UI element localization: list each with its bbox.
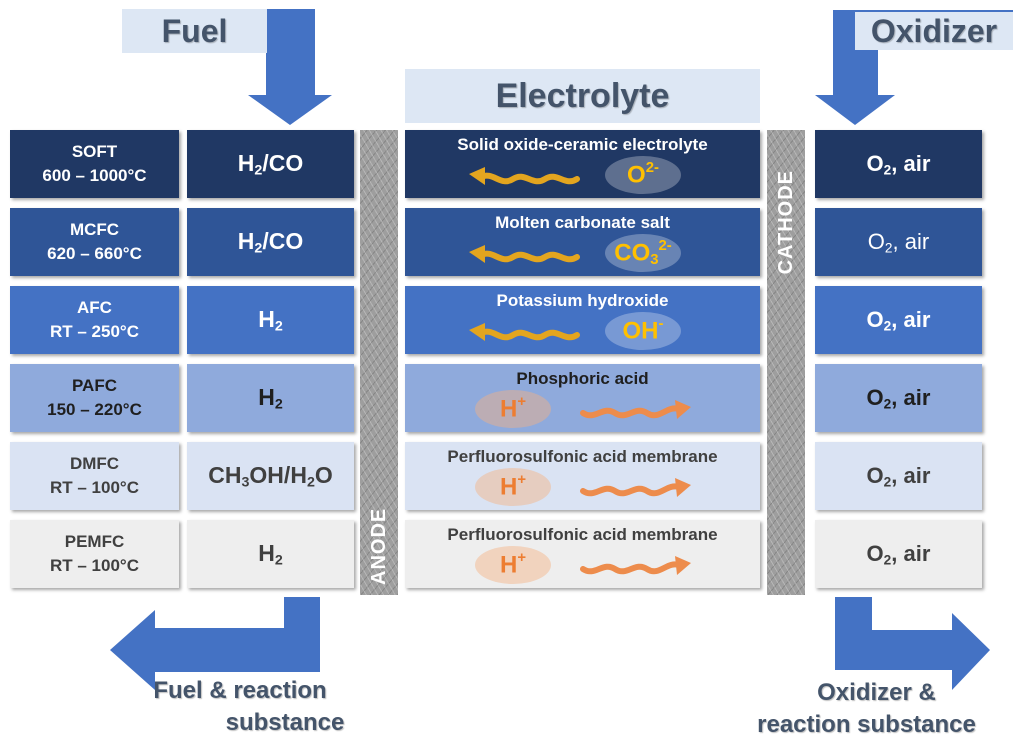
- type-name: MCFC: [69, 220, 120, 239]
- electrolyte-banner: Electrolyte: [405, 69, 760, 123]
- ion-badge: H+: [475, 390, 551, 428]
- ion-badge: CO32-: [605, 234, 681, 272]
- ion-flow-arrow-left: [469, 245, 580, 263]
- ion-flow-arrow-left: [469, 167, 580, 185]
- fuel-formula: H2: [258, 539, 283, 569]
- cell-oxidizer-soft: O2, air: [815, 130, 982, 198]
- ion-transport: OH-: [405, 311, 760, 351]
- fuel-exit-line1: Fuel & reaction: [153, 677, 327, 704]
- fuel-formula: H2/CO: [237, 149, 304, 179]
- cell-type-afc: AFC RT – 250°C: [10, 286, 179, 354]
- fuel-formula: H2: [258, 383, 283, 413]
- ion-flow-arrow-left: [469, 323, 580, 341]
- fuel-formula: CH3OH/H2O: [208, 461, 333, 491]
- ion-transport: H+: [405, 545, 760, 585]
- ion-formula: CO32-: [614, 237, 672, 269]
- oxidizer-formula: O2, air: [866, 462, 931, 490]
- ion-formula: H+: [499, 550, 527, 579]
- cell-oxidizer-pafc: O2, air: [815, 364, 982, 432]
- cell-type-mcfc: MCFC 620 – 660°C: [10, 208, 179, 276]
- oxidizer-formula: O2, air: [866, 150, 931, 178]
- ion-flow-arrow-right: [580, 478, 691, 497]
- oxidizer-formula: O2, air: [866, 540, 931, 568]
- cell-oxidizer-pemfc: O2, air: [815, 520, 982, 588]
- ion-badge: H+: [475, 546, 551, 584]
- ion-transport: CO32-: [405, 233, 760, 273]
- type-name: PEMFC: [64, 532, 125, 551]
- cell-type-soft: SOFT 600 – 1000°C: [10, 130, 179, 198]
- anode-label: ANODE: [368, 507, 390, 585]
- ion-badge: O2-: [605, 156, 681, 194]
- ion-badge: H+: [475, 468, 551, 506]
- type-name: PAFC: [71, 376, 117, 395]
- fuel-formula: H2/CO: [237, 227, 304, 257]
- fuel-outlet-arrow: [110, 597, 320, 690]
- electrolyte-label: Electrolyte: [495, 76, 670, 115]
- type-name: SOFT: [71, 142, 118, 161]
- electrolyte-name: Perfluorosulfonic acid membrane: [447, 447, 718, 466]
- cell-oxidizer-dmfc: O2, air: [815, 442, 982, 510]
- cell-fuel-pemfc: H2: [187, 520, 354, 588]
- ion-formula: H+: [499, 472, 527, 501]
- ion-transport: H+: [405, 467, 760, 507]
- oxidizer-banner: Oxidizer: [855, 12, 1013, 50]
- ion-badge: OH-: [605, 312, 681, 350]
- type-temperature: 600 – 1000°C: [42, 166, 147, 185]
- type-temperature: RT – 250°C: [49, 322, 139, 341]
- electrolyte-name: Solid oxide-ceramic electrolyte: [457, 135, 708, 154]
- oxidizer-formula: O2, air: [866, 306, 931, 334]
- electrolyte-name: Phosphoric acid: [516, 369, 649, 388]
- ion-formula: OH-: [622, 316, 664, 345]
- fuel-inlet-arrow: [248, 9, 332, 125]
- ion-formula: O2-: [627, 160, 659, 189]
- fuel-exit-line2: substance: [225, 709, 345, 736]
- oxidizer-outlet-arrow: [835, 597, 990, 690]
- cell-fuel-soft: H2/CO: [187, 130, 354, 198]
- type-temperature: RT – 100°C: [49, 478, 139, 497]
- oxidizer-label: Oxidizer: [870, 12, 998, 49]
- fuel-formula: H2: [258, 305, 283, 335]
- ion-flow-arrow-right: [580, 400, 691, 419]
- type-name: DMFC: [69, 454, 120, 473]
- electrolyte-name: Potassium hydroxide: [496, 291, 669, 310]
- fuel-banner: Fuel: [122, 9, 267, 53]
- cell-fuel-afc: H2: [187, 286, 354, 354]
- cell-type-dmfc: DMFC RT – 100°C: [10, 442, 179, 510]
- cell-fuel-mcfc: H2/CO: [187, 208, 354, 276]
- ion-transport: H+: [405, 389, 760, 429]
- oxidizer-exit-line1: Oxidizer &: [817, 679, 936, 706]
- electrolyte-name: Perfluorosulfonic acid membrane: [447, 525, 718, 544]
- fuel-exit-caption: Fuel & reaction substance: [120, 675, 360, 739]
- anode-plate: ANODE: [360, 130, 398, 595]
- oxidizer-exit-caption: Oxidizer & reaction substance: [720, 677, 1013, 741]
- ion-formula: H+: [499, 394, 527, 423]
- oxidizer-formula: O2, air: [866, 384, 931, 412]
- cell-fuel-dmfc: CH3OH/H2O: [187, 442, 354, 510]
- fuel-label: Fuel: [161, 12, 228, 49]
- ion-flow-arrow-right: [580, 556, 691, 575]
- oxidizer-exit-line2: reaction substance: [757, 711, 976, 738]
- cell-oxidizer-afc: O2, air: [815, 286, 982, 354]
- cell-fuel-pafc: H2: [187, 364, 354, 432]
- type-temperature: 620 – 660°C: [47, 244, 142, 263]
- cell-type-pemfc: PEMFC RT – 100°C: [10, 520, 179, 588]
- type-temperature: RT – 100°C: [49, 556, 139, 575]
- type-name: AFC: [77, 298, 112, 317]
- electrolyte-name: Molten carbonate salt: [495, 213, 670, 232]
- cell-oxidizer-mcfc: O2, air: [815, 208, 982, 276]
- cathode-plate: CATHODE: [767, 130, 805, 595]
- oxidizer-formula: O2, air: [867, 228, 930, 256]
- cathode-label: CATHODE: [775, 170, 797, 275]
- cell-type-pafc: PAFC 150 – 220°C: [10, 364, 179, 432]
- ion-transport: O2-: [405, 155, 760, 195]
- type-temperature: 150 – 220°C: [47, 400, 142, 419]
